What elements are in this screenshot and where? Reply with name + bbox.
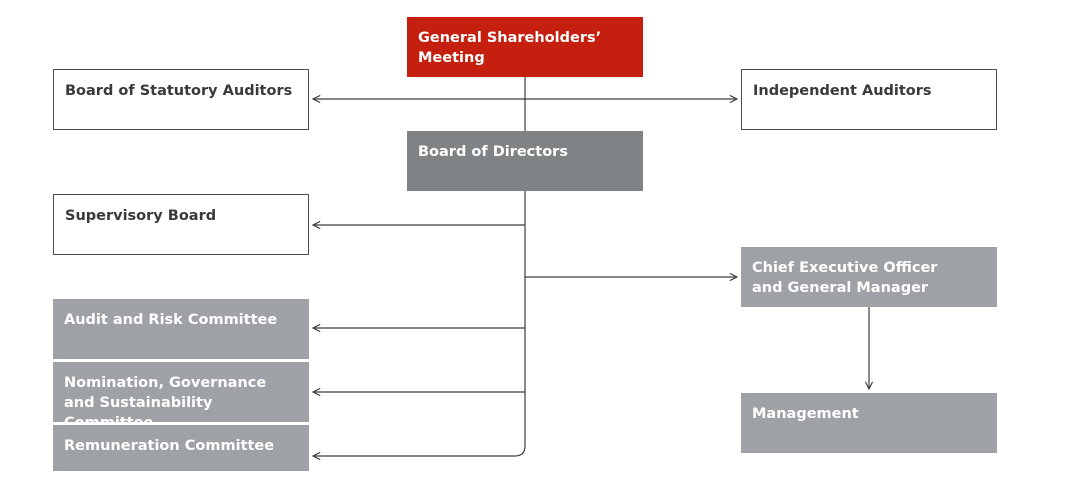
node-nomination-governance-committee: Nomination, Governance and Sustainabilit… (53, 362, 309, 431)
node-supervisory-board: Supervisory Board (53, 194, 309, 255)
trunk-line-bottom (313, 191, 526, 456)
node-remuneration-committee: Remuneration Committee (53, 425, 309, 471)
node-audit-risk-committee: Audit and Risk Committee (53, 299, 309, 359)
node-ceo-general-manager: Chief Executive Officer and General Mana… (741, 247, 997, 307)
node-board-of-directors: Board of Directors (407, 131, 643, 191)
node-general-shareholders-meeting: General Shareholders’ Meeting (407, 17, 643, 77)
node-management: Management (741, 393, 997, 453)
node-independent-auditors: Independent Auditors (741, 69, 997, 130)
node-board-of-statutory-auditors: Board of Statutory Auditors (53, 69, 309, 130)
